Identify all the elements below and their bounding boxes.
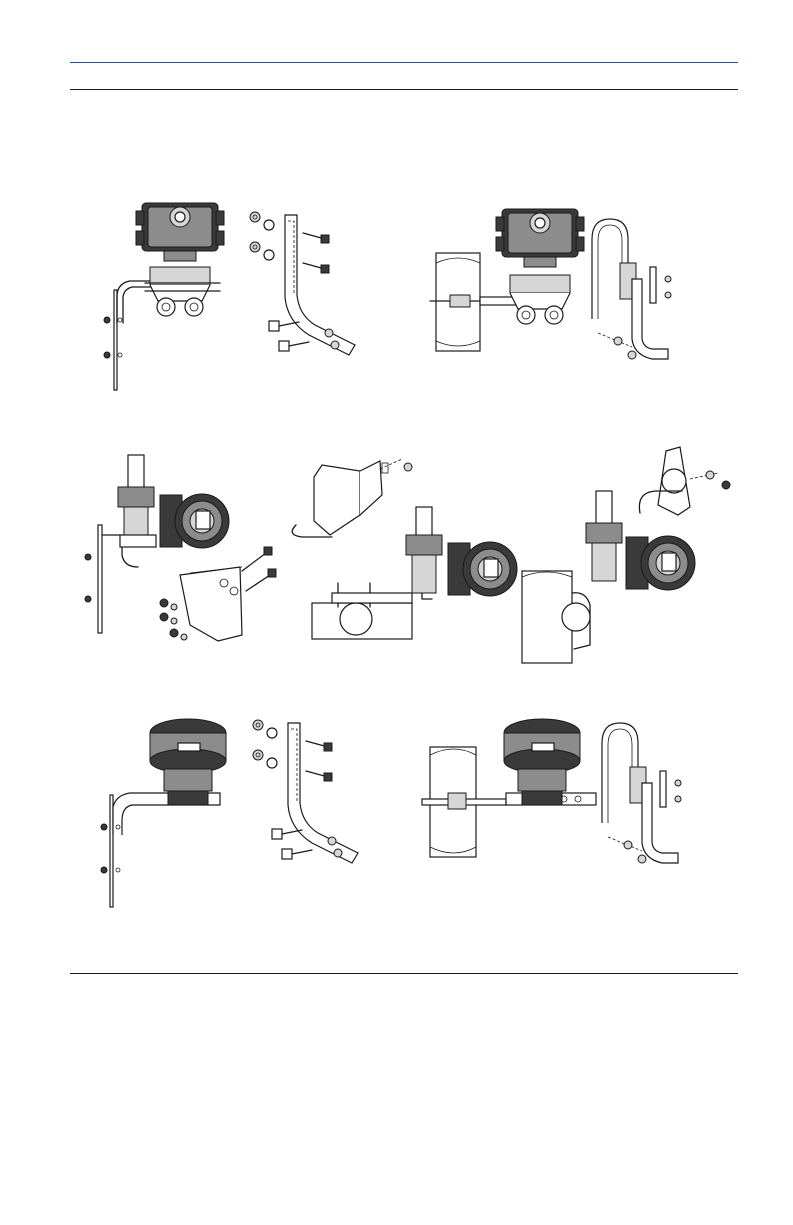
coplanar-pipe-mount bbox=[430, 209, 584, 351]
inline-panel-mount bbox=[101, 719, 226, 907]
header-rule-blue bbox=[70, 62, 738, 63]
footer-rule bbox=[70, 973, 738, 974]
coplanar-pipe-bracket-parts bbox=[592, 219, 671, 359]
header-rule bbox=[70, 89, 738, 90]
inline-pipe-bracket-parts bbox=[602, 723, 681, 863]
coplanar-panel-bracket-parts bbox=[250, 212, 355, 355]
mounting-illustrations bbox=[70, 195, 750, 920]
coplanar-panel-mount bbox=[104, 203, 224, 390]
traditional-flat-bracket-pipe-mount bbox=[292, 459, 517, 639]
inline-pipe-mount bbox=[422, 719, 596, 857]
inline-panel-bracket-parts bbox=[253, 720, 358, 863]
traditional-panel-mount bbox=[85, 455, 276, 641]
traditional-pipe-mount bbox=[522, 447, 730, 663]
